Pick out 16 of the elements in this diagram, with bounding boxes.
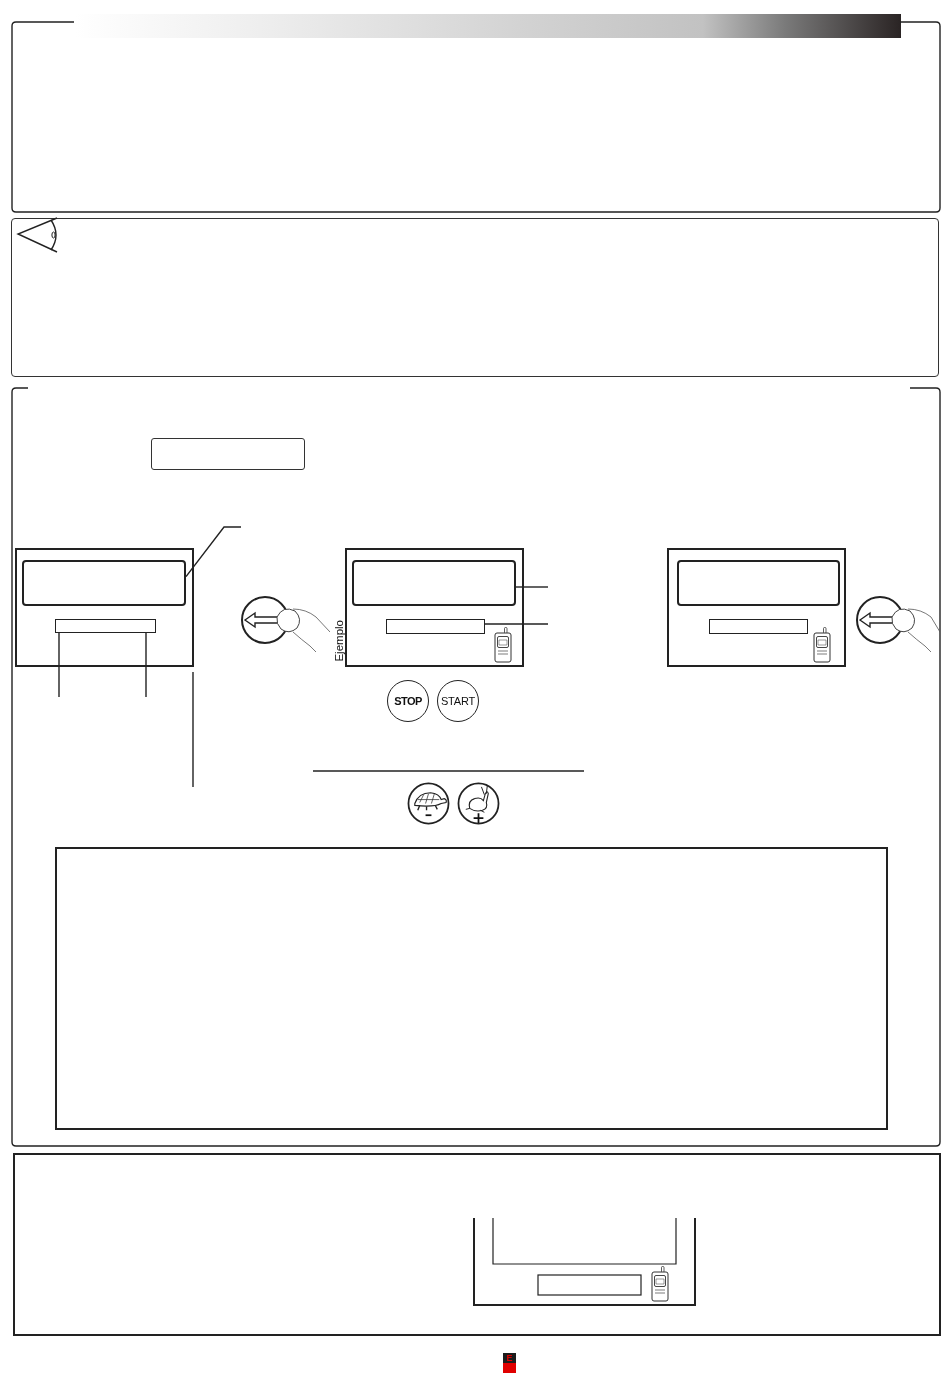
display-screen [22,560,186,606]
leader-line [145,632,147,698]
control-panel [667,548,846,667]
digit-display [386,619,485,634]
leader-line [484,623,549,625]
digit-display [709,619,808,634]
page-tab: E [503,1353,516,1373]
leader-line [515,586,549,588]
display-screen [352,560,516,606]
rotated-caption: Ejemplo [333,620,346,662]
control-panel [15,548,194,667]
leader-line [185,526,242,578]
digit-display [55,619,156,633]
display-screen [677,560,840,606]
control-panel [345,548,524,667]
leader-line [58,632,60,698]
